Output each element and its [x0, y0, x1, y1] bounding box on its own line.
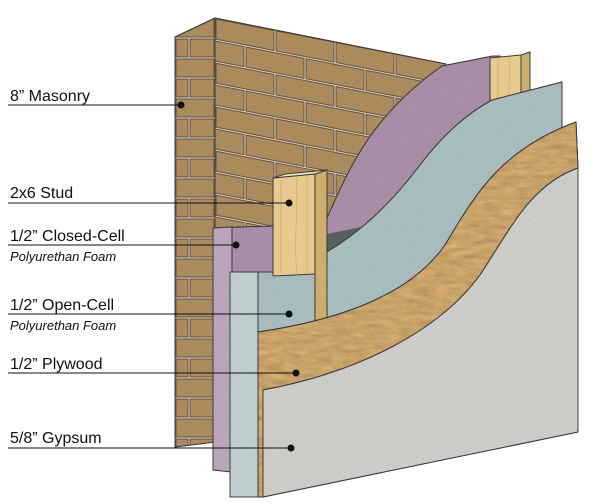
label-closed-cell-sub: Polyurethan Foam	[10, 249, 116, 264]
label-plywood: 1/2” Plywood	[10, 356, 103, 373]
label-closed-cell: 1/2” Closed-Cell	[10, 228, 125, 245]
label-masonry: 8” Masonry	[10, 88, 90, 105]
pointer-dot-masonry	[177, 101, 185, 109]
pointer-dot-plywood	[292, 369, 300, 377]
callout-masonry: 8” Masonry	[8, 88, 185, 109]
stud-lower-side	[314, 169, 328, 331]
callout-stud: 2x6 Stud	[8, 185, 293, 207]
callout-plywood: 1/2” Plywood	[8, 356, 300, 377]
stud-lower	[272, 169, 328, 331]
label-gypsum: 5/8” Gypsum	[10, 430, 102, 447]
pointer-dot-gypsum	[287, 444, 295, 452]
masonry-end-face	[174, 17, 216, 448]
label-open-cell-sub: Polyurethan Foam	[10, 318, 116, 333]
stud-lower-grain	[280, 176, 308, 276]
label-open-cell: 1/2” Open-Cell	[10, 297, 114, 314]
gypsum-board	[262, 167, 579, 498]
pointer-dot-closed-cell	[232, 241, 240, 249]
label-stud: 2x6 Stud	[10, 185, 73, 202]
open-cell-foam-edge	[229, 271, 259, 498]
pointer-dot-stud	[285, 199, 293, 207]
stud-lower-top	[272, 169, 328, 179]
pointer-dot-open-cell	[285, 310, 293, 318]
callout-gypsum: 5/8” Gypsum	[8, 430, 295, 452]
stud-lower-front	[272, 173, 316, 277]
closed-cell-foam-edge	[212, 226, 233, 473]
annotations: 8” Masonry 2x6 Stud 1/2” Closed-Cell Pol…	[8, 88, 300, 452]
callout-closed-cell: 1/2” Closed-Cell Polyurethan Foam	[8, 228, 240, 264]
callout-open-cell: 1/2” Open-Cell Polyurethan Foam	[8, 297, 293, 333]
